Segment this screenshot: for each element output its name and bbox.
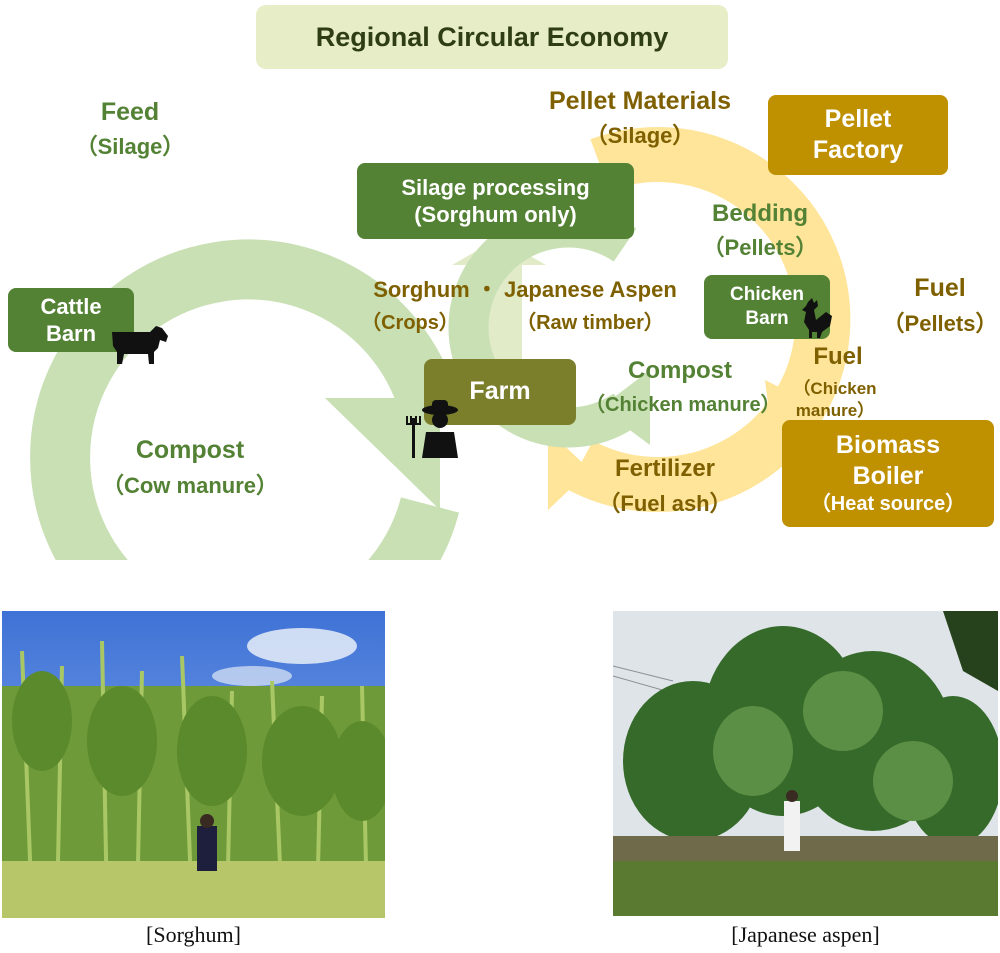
sorghum-photo bbox=[2, 611, 385, 918]
farmer-icon bbox=[406, 400, 458, 458]
cow-loop-arrow bbox=[30, 239, 460, 560]
compost-chicken-sub-label: （Chicken manure） bbox=[585, 394, 781, 416]
feed-sub-label: （Silage） bbox=[75, 134, 185, 159]
fuel-chicken-label: Fuel bbox=[813, 343, 863, 370]
fertilizer-sub-label: （Fuel ash） bbox=[598, 491, 732, 516]
biomass-boiler-box: Biomass Boiler （Heat source） bbox=[782, 420, 994, 527]
bedding-label: Bedding bbox=[712, 200, 808, 227]
aspen-photo bbox=[613, 611, 998, 916]
raw-timber-label: （Raw timber） bbox=[516, 312, 664, 334]
compost-cow-label: Compost bbox=[135, 436, 245, 464]
farm-box: Farm bbox=[424, 359, 576, 425]
aspen-caption: [Japanese aspen] bbox=[731, 922, 880, 947]
compost-chicken-label: Compost bbox=[628, 357, 732, 384]
compost-cow-sub-label: （Cow manure） bbox=[101, 473, 279, 498]
pellet-materials-label: Pellet Materials bbox=[548, 87, 732, 115]
crops-label: （Crops） bbox=[361, 312, 459, 334]
sorghum-aspen-label: Sorghum ・ Japanese Aspen bbox=[373, 277, 677, 302]
bedding-arrowhead bbox=[765, 380, 805, 420]
biomass-boiler-sub: （Heat source） bbox=[810, 493, 966, 516]
fuel-pellets-label: Fuel bbox=[914, 274, 966, 302]
rooster-icon bbox=[802, 298, 832, 338]
fertilizer-label: Fertilizer bbox=[614, 455, 716, 482]
pellet-loop-arrowhead bbox=[548, 430, 590, 510]
biomass-boiler-label: Biomass Boiler bbox=[835, 430, 941, 490]
cow-icon bbox=[112, 326, 168, 364]
fuel-chicken-sub-label: （Chicken manure） bbox=[793, 379, 877, 421]
sorghum-caption: [Sorghum] bbox=[146, 922, 241, 947]
feed-label: Feed bbox=[100, 98, 160, 126]
pellet-factory-box: Pellet Factory bbox=[768, 95, 948, 175]
diagram-title: Regional Circular Economy bbox=[256, 5, 728, 69]
chicken-loop-arrowhead bbox=[600, 370, 650, 445]
fuel-pellets-sub-label: （Pellets） bbox=[882, 311, 998, 336]
bedding-sub-label: （Pellets） bbox=[702, 235, 818, 260]
silage-processing-box: Silage processing (Sorghum only) bbox=[357, 163, 634, 239]
pellet-materials-sub-label: （Silage） bbox=[585, 123, 695, 148]
cow-loop-arrowhead bbox=[325, 398, 440, 510]
